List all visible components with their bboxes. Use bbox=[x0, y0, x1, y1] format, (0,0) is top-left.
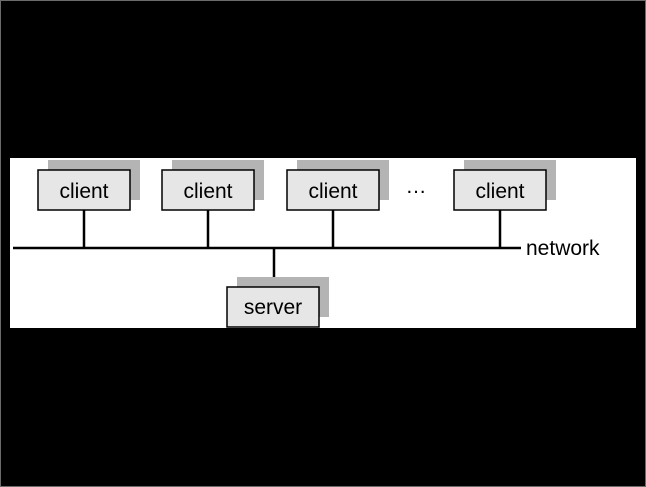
client-node-3: client bbox=[286, 160, 389, 211]
clients-ellipsis: … bbox=[406, 175, 427, 198]
client-2-box bbox=[161, 169, 255, 211]
server-node: server bbox=[226, 277, 329, 328]
client-node-4: client bbox=[453, 160, 556, 211]
client-3-box bbox=[286, 169, 380, 211]
client-node-1: client bbox=[37, 160, 140, 211]
server-label: server bbox=[244, 296, 302, 319]
client-2-label: client bbox=[183, 180, 232, 203]
client-4-box bbox=[453, 169, 547, 211]
client-1-box bbox=[37, 169, 131, 211]
server-box bbox=[226, 286, 320, 328]
client-node-2: client bbox=[161, 160, 264, 211]
network-label: network bbox=[526, 237, 600, 260]
client-3-label: client bbox=[308, 180, 357, 203]
client-4-label: client bbox=[475, 180, 524, 203]
client-1-label: client bbox=[59, 180, 108, 203]
